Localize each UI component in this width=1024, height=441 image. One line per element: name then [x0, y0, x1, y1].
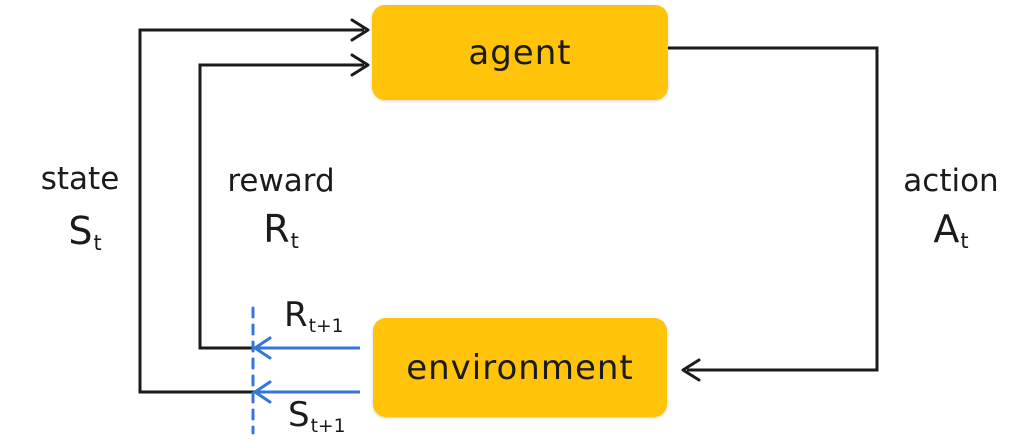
- action-word-label: action: [903, 163, 999, 199]
- reward-symbol: Rt: [263, 207, 299, 254]
- agent-box: agent: [372, 5, 668, 100]
- next-reward-subscript: t+1: [308, 315, 344, 337]
- environment-box-label: environment: [406, 347, 634, 388]
- state-wire-arrowhead-icon: [350, 18, 370, 42]
- reward-word-label: reward: [227, 163, 335, 199]
- state-symbol: St: [68, 209, 102, 256]
- next-reward-symbol: Rt+1: [284, 295, 344, 337]
- reward-wire: [198, 63, 364, 350]
- state-subscript: t: [93, 231, 102, 256]
- action-wire-arrowhead-icon: [681, 358, 701, 382]
- environment-box: environment: [373, 318, 667, 417]
- action-subscript: t: [960, 229, 969, 254]
- next-reward-arrowhead-icon: [253, 336, 272, 360]
- reward-subscript: t: [290, 229, 299, 254]
- next-state-symbol: St+1: [288, 395, 346, 437]
- state-word-label: state: [40, 161, 120, 197]
- state-wire: [138, 28, 364, 394]
- next-state-arrowhead-icon: [253, 380, 272, 404]
- next-state-subscript: t+1: [310, 415, 346, 437]
- action-symbol: At: [933, 207, 969, 254]
- reward-wire-arrowhead-icon: [350, 53, 370, 77]
- action-wire: [668, 46, 879, 372]
- agent-box-label: agent: [468, 32, 572, 73]
